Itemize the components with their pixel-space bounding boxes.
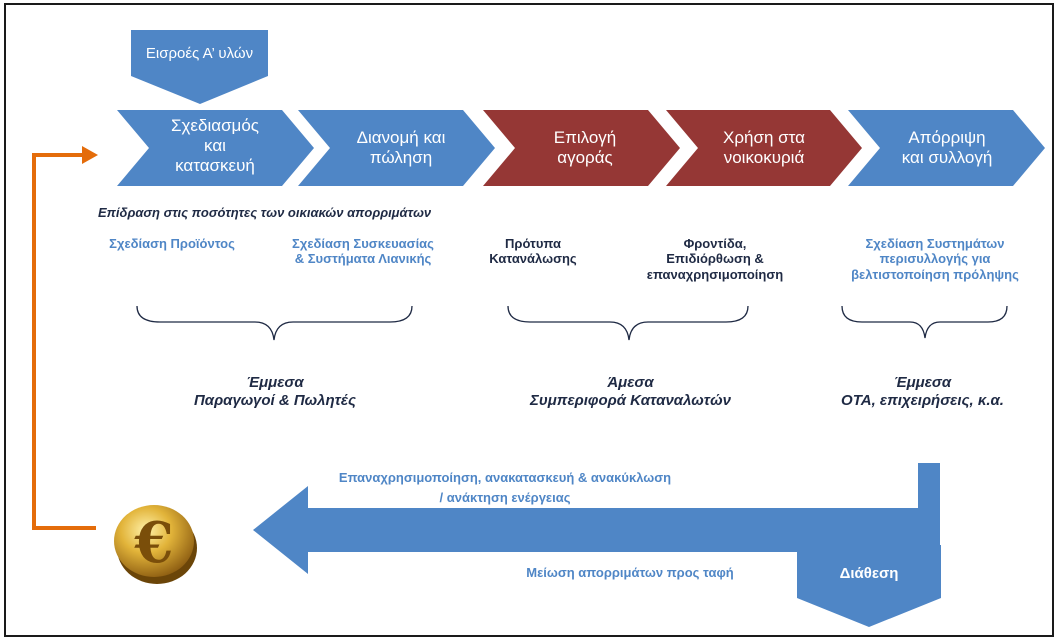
factor-product-design: Σχεδίαση Προϊόντος: [109, 236, 235, 251]
disposal-label: Διάθεση: [839, 565, 899, 582]
feedback-loop-arrowhead: [82, 146, 98, 164]
feedback-loop-line: [32, 153, 96, 530]
chain-choice-label: Επιλογή αγοράς: [553, 128, 617, 168]
brace-producers: [136, 305, 413, 341]
svg-text:€: €: [134, 510, 174, 576]
chain-choice-shape: [483, 110, 680, 186]
euro-coin-icon: €: [114, 505, 197, 584]
factor-consumption: Πρότυπα Κατανάλωσης: [489, 236, 577, 267]
group-authorities: Έμμεσα ΟΤΑ, επιχειρήσεις, κ.α.: [841, 374, 1004, 409]
chain-disposal-label: Απόρριψη και συλλογή: [901, 128, 993, 168]
return-bottom-label: Μείωση απορριμάτων προς ταφή: [526, 565, 734, 580]
brace-consumers: [507, 305, 749, 341]
chain-distribution-label: Διανομή και πώληση: [356, 128, 446, 168]
brace-authorities: [841, 305, 1008, 339]
inputs-arrow: [131, 30, 268, 104]
chain-disposal-shape: [848, 110, 1045, 186]
chain-design-label: Σχεδιασμός και κατασκευή: [170, 116, 259, 176]
chain-household-shape: [666, 110, 862, 186]
chain-distribution-shape: [298, 110, 495, 186]
factor-collection: Σχεδίαση Συστημάτων περισυλλογής για βελ…: [851, 236, 1019, 282]
factor-packaging: Σχεδίαση Συσκευασίας & Συστήματα Λιανική…: [292, 236, 434, 267]
inputs-label: Εισροές Α’ υλών: [145, 45, 254, 62]
impact-heading: Επίδραση στις ποσότητες των οικιακών απο…: [98, 205, 432, 220]
return-arrow: [253, 463, 940, 574]
factor-care: Φροντίδα, Επιδιόρθωση & επαναχρησιμοποίη…: [646, 236, 784, 282]
group-producers: Έμμεσα Παραγωγοί & Πωλητές: [194, 374, 356, 409]
chain-design-shape: [117, 110, 314, 186]
group-consumers: Άμεσα Συμπεριφορά Καταναλωτών: [530, 374, 731, 409]
chain-household-label: Χρήση στα νοικοκυριά: [723, 128, 805, 168]
diagram-frame: [4, 3, 1054, 637]
disposal-arrow: [797, 545, 941, 627]
return-top-label: Επαναχρησιμοποίηση, ανακατασκευή & ανακύ…: [338, 470, 672, 506]
